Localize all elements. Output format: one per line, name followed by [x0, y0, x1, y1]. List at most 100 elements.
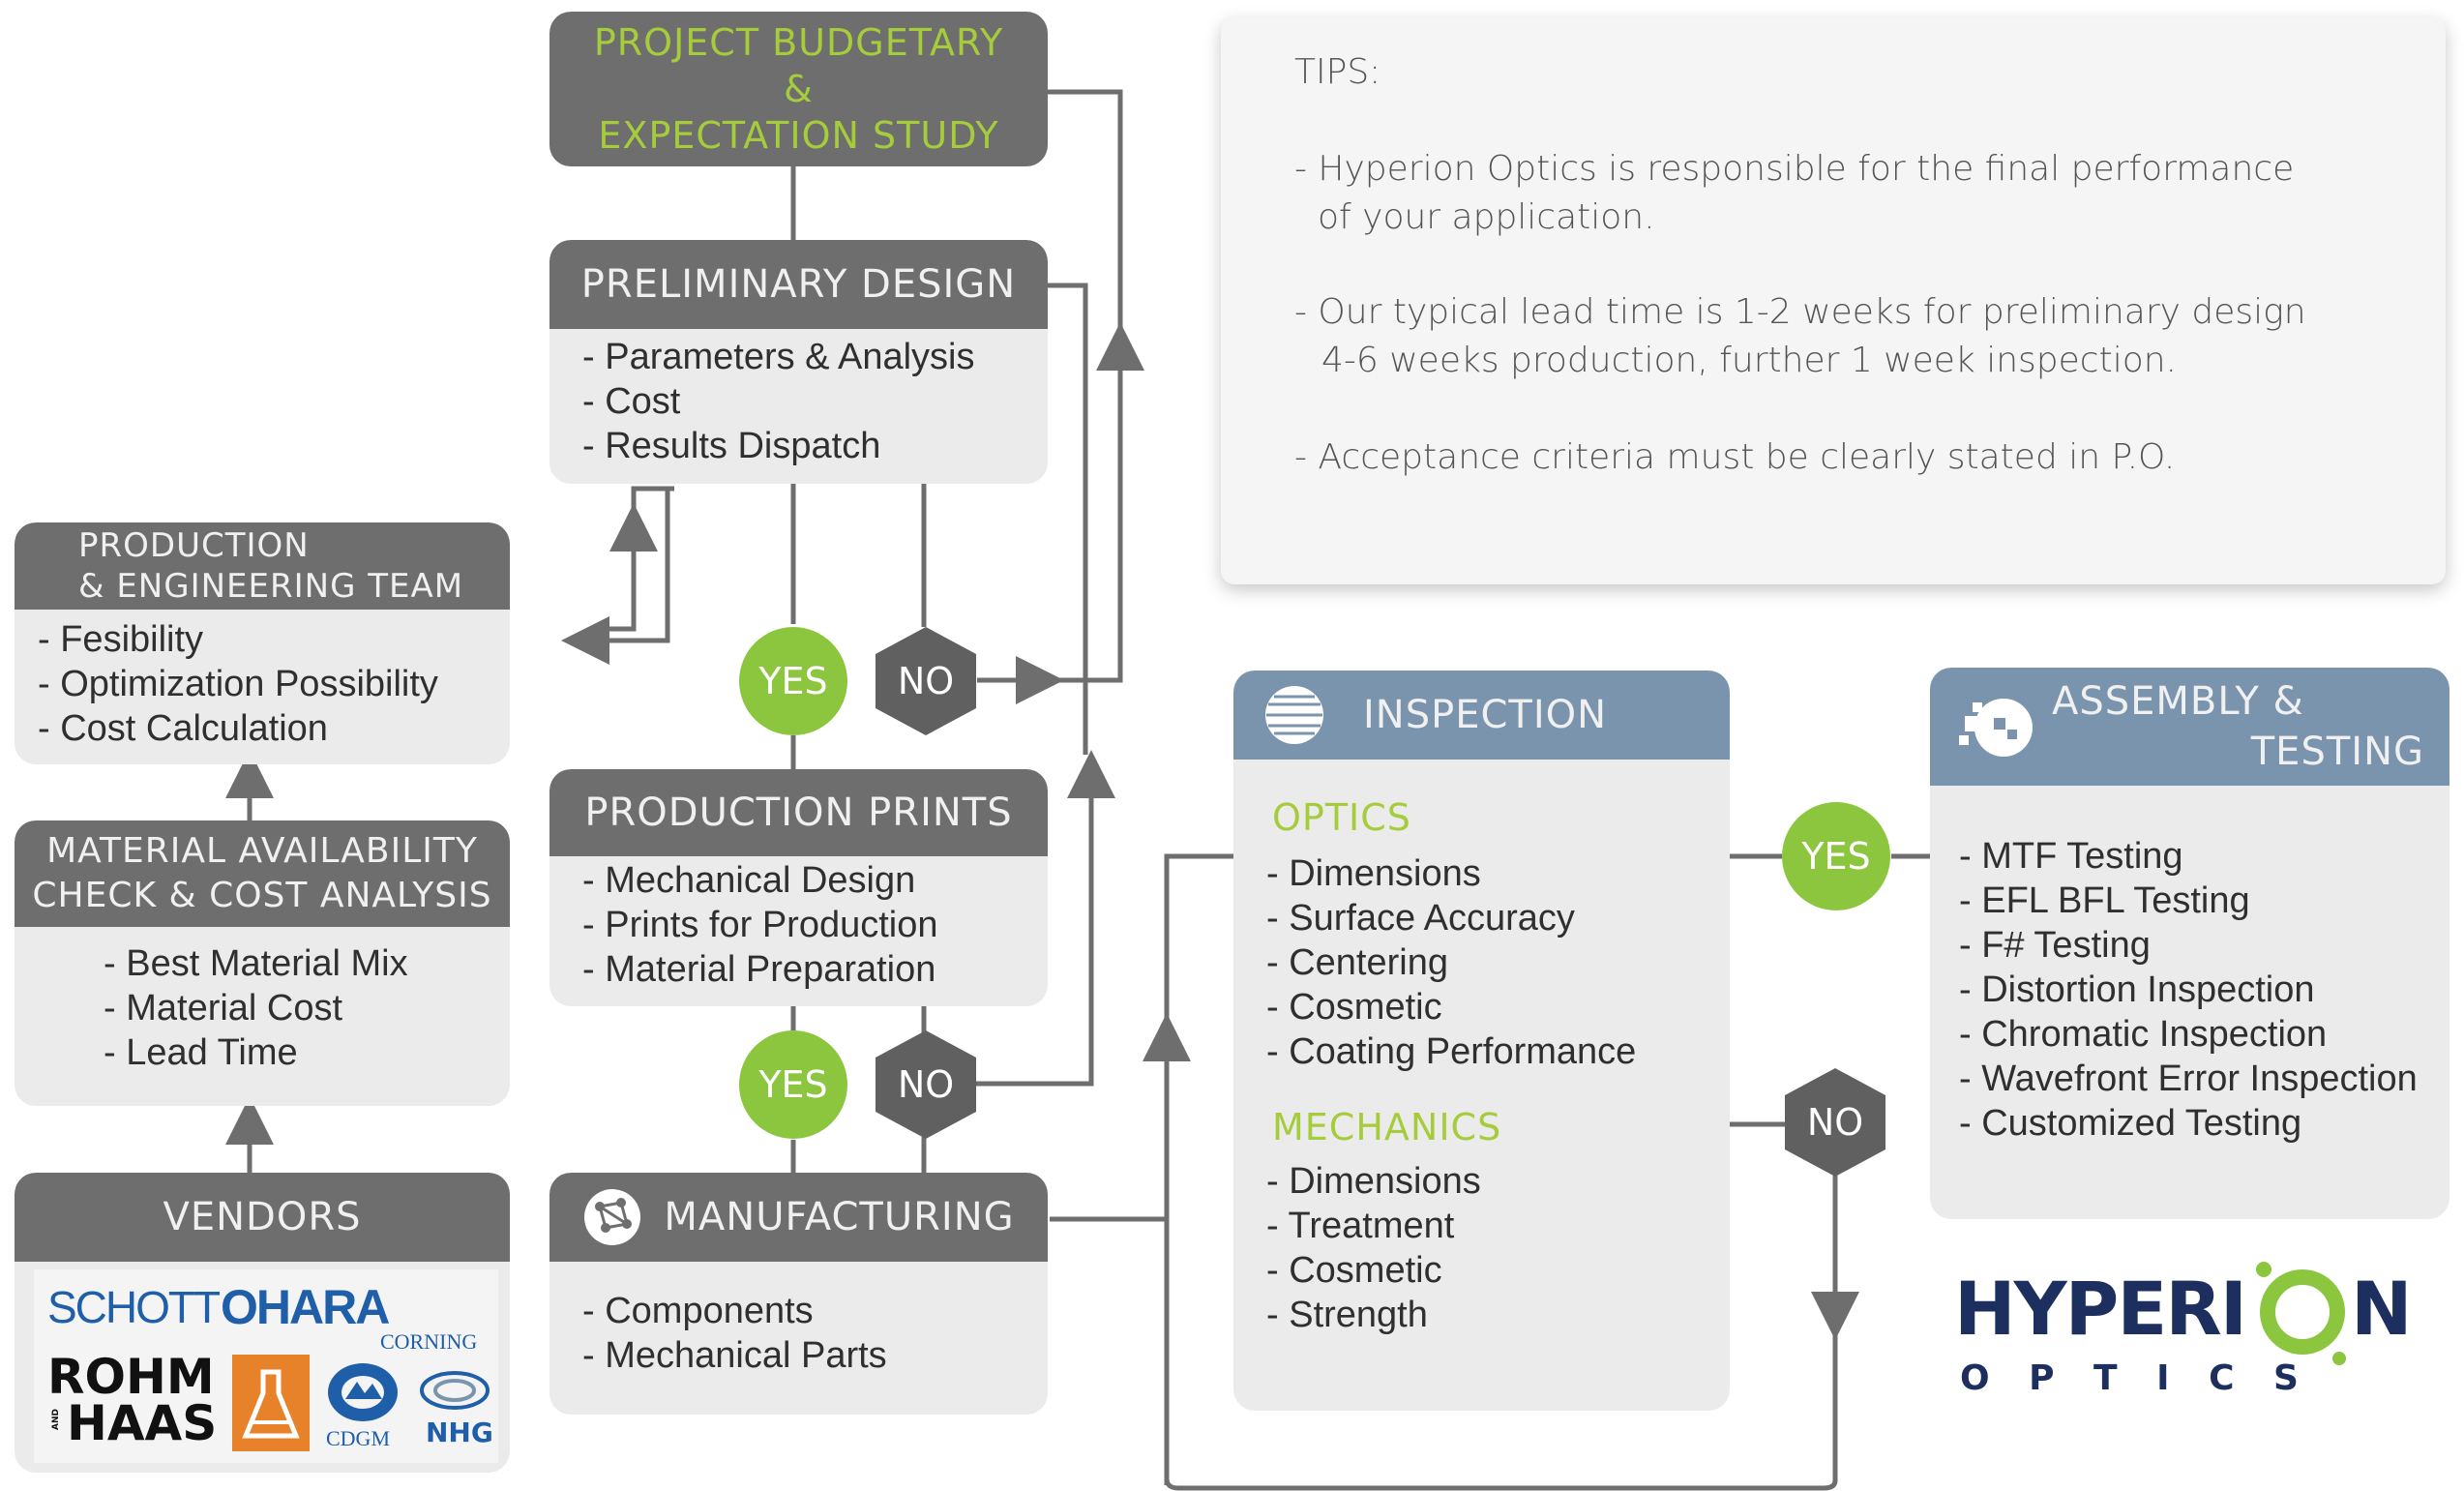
production-prints-list: Mechanical Design Prints for Production …: [582, 858, 937, 992]
brand-subtitle: O P T I C S: [1960, 1358, 2312, 1398]
mechanics-list: Dimensions Treatment Cosmetic Strength: [1266, 1159, 1481, 1337]
brand-o-ring-icon: [2256, 1262, 2346, 1365]
list-item: Fesibility: [38, 617, 438, 662]
budget-study-box: PROJECT BUDGETARY & EXPECTATION STUDY: [549, 12, 1048, 166]
list-item: Coating Performance: [1266, 1029, 1636, 1074]
preliminary-design-box: PRELIMINARY DESIGN Parameters & Analysis…: [549, 240, 1048, 484]
list-item: Prints for Production: [582, 903, 937, 947]
material-availability-header: MATERIAL AVAILABILITY CHECK & COST ANALY…: [15, 820, 510, 927]
nhg-icon: [420, 1371, 490, 1410]
production-team-header: PRODUCTION & ENGINEERING TEAM: [15, 522, 510, 610]
assembly-testing-header: ASSEMBLY & TESTING: [1930, 668, 2449, 786]
budget-study-header: PROJECT BUDGETARY & EXPECTATION STUDY: [549, 12, 1048, 166]
preliminary-design-list: Parameters & Analysis Cost Results Dispa…: [582, 335, 974, 468]
rohm-and-logo: AND: [50, 1409, 61, 1430]
list-item: Cosmetic: [1266, 985, 1636, 1029]
list-item: Dimensions: [1266, 1159, 1481, 1204]
list-item: MTF Testing: [1959, 834, 2418, 879]
material-availability-box: MATERIAL AVAILABILITY CHECK & COST ANALY…: [15, 820, 510, 1106]
list-item: Cosmetic: [1266, 1248, 1481, 1293]
cdgm-icon: [328, 1363, 398, 1421]
manufacturing-header: MANUFACTURING: [549, 1173, 1048, 1262]
team-line-2: & ENGINEERING TEAM: [78, 567, 464, 606]
assembly-line-2: TESTING: [2250, 730, 2424, 774]
tips-card: TIPS: - Hyperion Optics is responsible f…: [1221, 17, 2446, 584]
hyperion-optics-logo: HYPERI N O P T I C S: [1954, 1258, 2438, 1413]
corning-logo: CORNING: [380, 1329, 478, 1354]
tip-3: - Acceptance criteria must be clearly st…: [1294, 437, 2176, 477]
list-item: Mechanical Design: [582, 858, 937, 903]
mechanics-section-label: MECHANICS: [1272, 1106, 1502, 1148]
preliminary-design-header: PRELIMINARY DESIGN: [549, 240, 1048, 329]
nhg-logo: NHG: [426, 1416, 493, 1448]
budget-line-1: PROJECT BUDGETARY: [593, 21, 1004, 64]
list-item: Results Dispatch: [582, 424, 974, 468]
vendors-box: VENDORS SCHOTT OHARA CORNING ROHM AND HA…: [15, 1173, 510, 1473]
list-item: Treatment: [1266, 1204, 1481, 1248]
globe-icon: [1265, 686, 1323, 744]
inspection-header: INSPECTION: [1233, 671, 1730, 760]
list-item: Surface Accuracy: [1266, 896, 1636, 940]
no-decision-1: NO: [876, 627, 976, 735]
optics-section-label: OPTICS: [1272, 796, 1411, 839]
assembly-line-1: ASSEMBLY &: [2052, 679, 2304, 724]
tip-2-line-1: - Our typical lead time is 1-2 weeks for…: [1294, 292, 2306, 332]
assembly-testing-box: ASSEMBLY & TESTING MTF Testing EFL BFL T…: [1930, 668, 2449, 1219]
preliminary-design-title: PRELIMINARY DESIGN: [580, 262, 1017, 307]
optics-list: Dimensions Surface Accuracy Centering Co…: [1266, 851, 1636, 1074]
brand-name-part-2: N: [2351, 1266, 2413, 1352]
list-item: Optimization Possibility: [38, 662, 438, 706]
yes-decision-2: YES: [739, 1030, 847, 1139]
list-item: Material Preparation: [582, 947, 937, 992]
list-item: Strength: [1266, 1293, 1481, 1337]
yes-decision-3: YES: [1782, 802, 1890, 910]
budget-line-3: EXPECTATION STUDY: [598, 114, 999, 157]
list-item: Components: [582, 1289, 887, 1333]
production-team-list: Fesibility Optimization Possibility Cost…: [38, 617, 438, 751]
list-item: Centering: [1266, 940, 1636, 985]
list-item: Customized Testing: [1959, 1101, 2418, 1146]
list-item: Distortion Inspection: [1959, 968, 2418, 1012]
list-item: Parameters & Analysis: [582, 335, 974, 379]
brand-name-part-1: HYPERI: [1954, 1266, 2247, 1352]
yes-decision-1: YES: [739, 627, 847, 735]
inspection-title: INSPECTION: [1363, 693, 1608, 737]
list-item: Material Cost: [104, 986, 408, 1030]
vendors-title: VENDORS: [163, 1195, 362, 1239]
tip-2-line-2: 4-6 weeks production, further 1 week ins…: [1321, 341, 2177, 380]
production-prints-box: PRODUCTION PRINTS Mechanical Design Prin…: [549, 769, 1048, 1006]
tip-1-line-1: - Hyperion Optics is responsible for the…: [1294, 149, 2295, 189]
haas-logo: HAAS: [67, 1395, 218, 1451]
team-line-1: PRODUCTION: [78, 526, 310, 565]
list-item: Dimensions: [1266, 851, 1636, 896]
inspection-box: INSPECTION OPTICS Dimensions Surface Acc…: [1233, 671, 1730, 1411]
manufacturing-list: Components Mechanical Parts: [582, 1289, 887, 1378]
list-item: EFL BFL Testing: [1959, 879, 2418, 923]
production-prints-header: PRODUCTION PRINTS: [549, 769, 1048, 856]
vendors-header: VENDORS: [15, 1173, 510, 1262]
list-item: Mechanical Parts: [582, 1333, 886, 1378]
list-item: Best Material Mix: [104, 941, 407, 986]
list-item: Cost: [582, 379, 974, 424]
rohm-logo: ROHM: [47, 1349, 215, 1405]
list-item: Cost Calculation: [38, 706, 438, 751]
assembly-testing-list: MTF Testing EFL BFL Testing F# Testing D…: [1959, 834, 2418, 1146]
manufacturing-box: MANUFACTURING Components Mechanical Part…: [549, 1173, 1048, 1415]
tip-1-line-2: of your application.: [1318, 197, 1655, 237]
material-line-2: CHECK & COST ANALYSIS: [32, 876, 492, 915]
list-item: Chromatic Inspection: [1959, 1012, 2418, 1057]
tips-heading: TIPS:: [1294, 52, 1381, 92]
list-item: F# Testing: [1959, 923, 2418, 968]
manufacturing-title: MANUFACTURING: [664, 1195, 1015, 1239]
cdgm-logo: CDGM: [326, 1426, 391, 1450]
flask-icon: [232, 1355, 310, 1451]
puzzle-icon: [1959, 699, 2033, 757]
network-icon: [584, 1189, 641, 1245]
list-item: Wavefront Error Inspection: [1959, 1057, 2418, 1101]
schott-logo: SCHOTT: [47, 1282, 221, 1332]
production-prints-title: PRODUCTION PRINTS: [584, 790, 1013, 835]
ohara-logo: OHARA: [221, 1280, 390, 1334]
production-team-box: PRODUCTION & ENGINEERING TEAM Fesibility…: [15, 522, 510, 764]
material-line-1: MATERIAL AVAILABILITY: [46, 831, 478, 871]
